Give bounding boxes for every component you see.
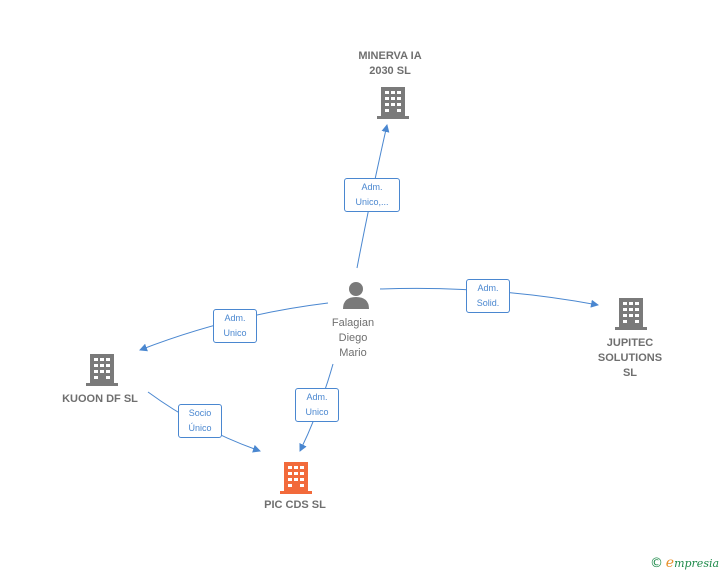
edge-label-pic[interactable]: Adm. Unico (295, 388, 339, 422)
brand-name: mpresia (674, 557, 720, 570)
person-icon[interactable] (342, 281, 370, 309)
building-icon[interactable] (377, 85, 409, 119)
node-label-jupitec: JUPITEC SOLUTIONS SL (597, 337, 663, 379)
brand-logo: © empresia (650, 555, 719, 571)
copyright-icon: © (650, 556, 663, 571)
node-label-minerva: MINERVA IA 2030 SL (358, 50, 422, 77)
building-icon[interactable] (86, 352, 118, 386)
brand-initial: e (665, 555, 675, 571)
edge-label-kuoon[interactable]: Adm. Unico (213, 309, 257, 343)
edge-label-kuoon-pic[interactable]: Socio Único (178, 404, 222, 438)
node-label-person: Falagian Diego Mario (331, 317, 375, 359)
node-label-kuoon: KUOON DF SL (62, 393, 138, 405)
edge-label-jupitec[interactable]: Adm. Solid. (466, 279, 510, 313)
edge-label-minerva[interactable]: Adm. Unico,... (344, 178, 400, 212)
building-icon[interactable] (615, 296, 647, 330)
node-label-pic: PIC CDS SL (264, 499, 326, 511)
building-icon[interactable] (280, 460, 312, 494)
